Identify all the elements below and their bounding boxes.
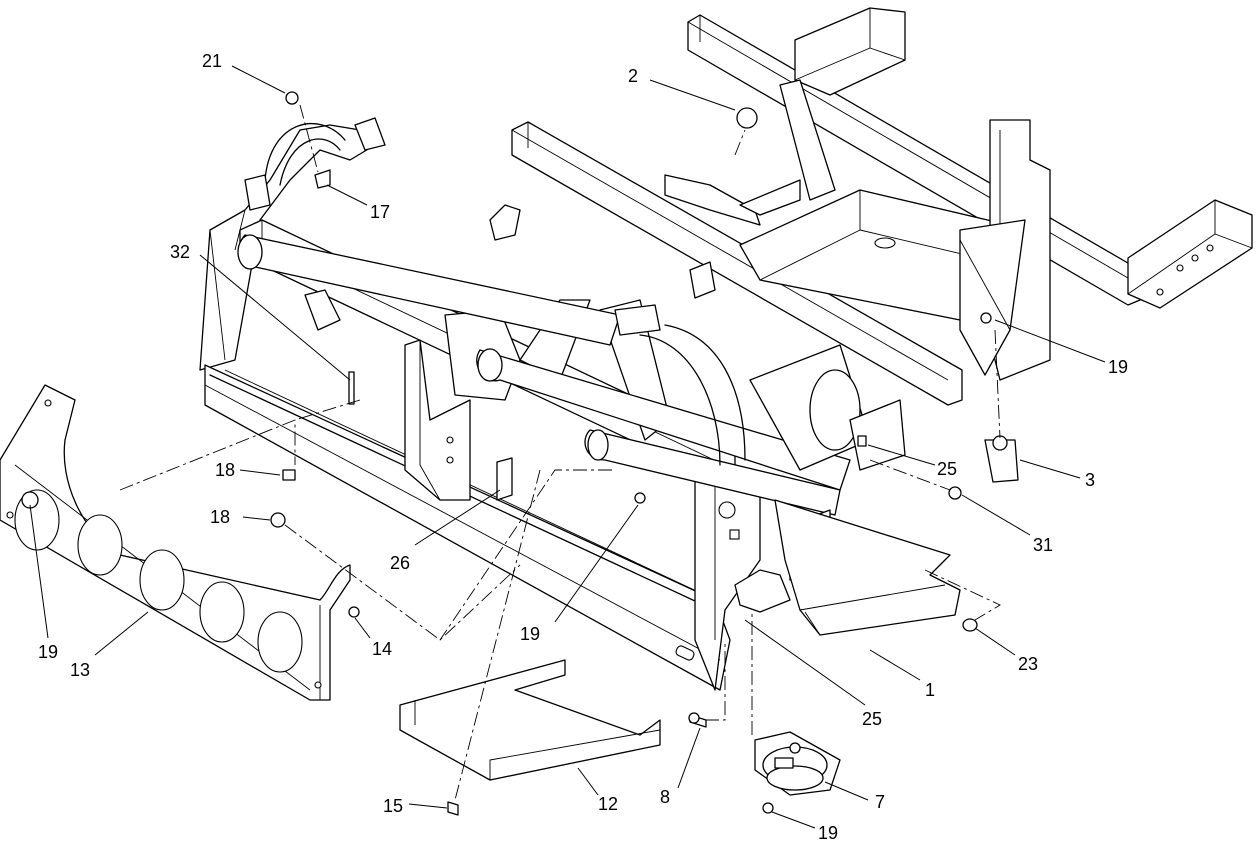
callout-25b: 25 <box>862 709 882 729</box>
callout-7: 7 <box>875 792 885 812</box>
callout-13: 13 <box>70 660 90 680</box>
assembly-lines <box>119 104 1001 801</box>
callout-21: 21 <box>202 51 222 71</box>
callout-8: 8 <box>660 787 670 807</box>
callout-14: 14 <box>372 639 392 659</box>
callout-2: 2 <box>628 66 638 86</box>
callout-31: 31 <box>1033 535 1053 555</box>
callout-17: 17 <box>370 202 390 222</box>
callout-19a: 19 <box>1108 357 1128 377</box>
part-1-pan <box>734 499 961 636</box>
callout-26: 26 <box>390 553 410 573</box>
callout-12: 12 <box>598 794 618 814</box>
callout-32: 32 <box>170 242 190 262</box>
part-13-grille <box>0 384 351 701</box>
front-frame <box>199 117 906 691</box>
callout-1: 1 <box>925 680 935 700</box>
callout-25a: 25 <box>937 459 957 479</box>
callout-19d: 19 <box>818 823 838 843</box>
callout-18a: 18 <box>215 460 235 480</box>
part-12-tray <box>399 659 661 781</box>
callout-15: 15 <box>383 796 403 816</box>
callout-labels: 1 2 3 7 8 12 13 14 15 17 18 18 19 19 19 … <box>38 51 1128 843</box>
rear-frame <box>511 7 1253 406</box>
callout-23: 23 <box>1018 654 1038 674</box>
callout-19b: 19 <box>520 624 540 644</box>
callout-19c: 19 <box>38 642 58 662</box>
part-7-horn <box>754 731 841 796</box>
hardware <box>270 91 1019 816</box>
callout-3: 3 <box>1085 470 1095 490</box>
leader-lines <box>29 65 1106 829</box>
callout-18b: 18 <box>210 507 230 527</box>
